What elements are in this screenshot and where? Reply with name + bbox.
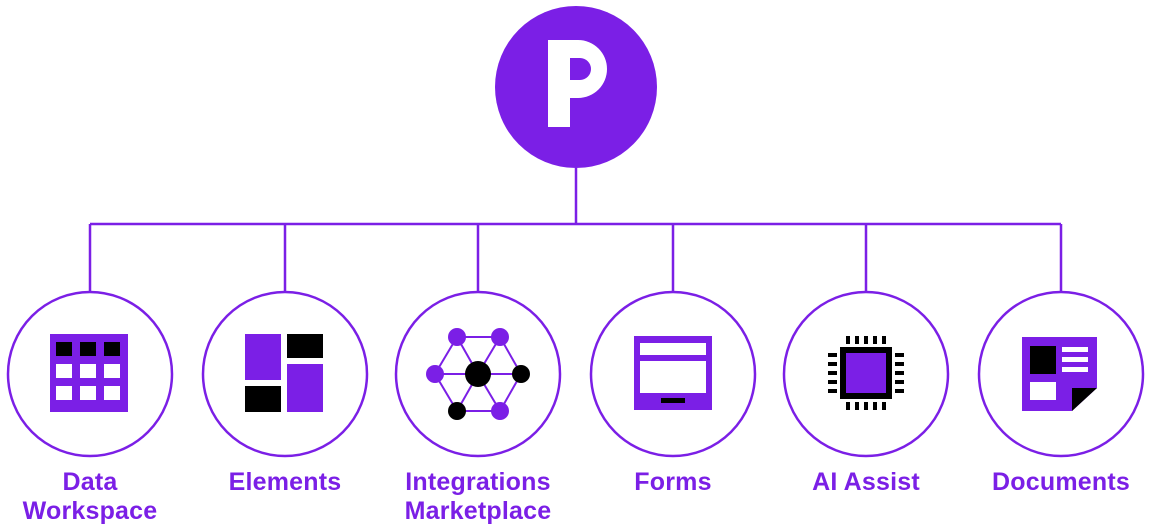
data-grid-icon bbox=[50, 334, 128, 412]
document-icon bbox=[1022, 337, 1097, 411]
layout-blocks-icon bbox=[245, 334, 323, 412]
label-integrations-line1: Integrations bbox=[405, 468, 551, 496]
chip-icon bbox=[828, 336, 904, 410]
node-circle-elements bbox=[201, 290, 369, 458]
label-elements: Elements bbox=[228, 468, 342, 496]
label-ai-assist: AI Assist bbox=[812, 468, 920, 496]
label-integrations-line2: Marketplace bbox=[404, 497, 552, 525]
label-data-workspace: Data Workspace bbox=[0, 468, 190, 526]
label-data-workspace-line1: Data bbox=[62, 468, 118, 496]
label-forms: Forms bbox=[634, 468, 712, 496]
form-window-icon bbox=[634, 336, 712, 410]
connector-lines bbox=[88, 168, 1063, 292]
p-logo-icon bbox=[548, 40, 607, 127]
root-logo-node bbox=[495, 6, 657, 168]
label-integrations-marketplace: Integrations Marketplace bbox=[378, 468, 578, 526]
network-nodes-icon bbox=[426, 328, 530, 420]
label-data-workspace-line2: Workspace bbox=[22, 497, 158, 525]
label-documents: Documents bbox=[992, 468, 1130, 496]
